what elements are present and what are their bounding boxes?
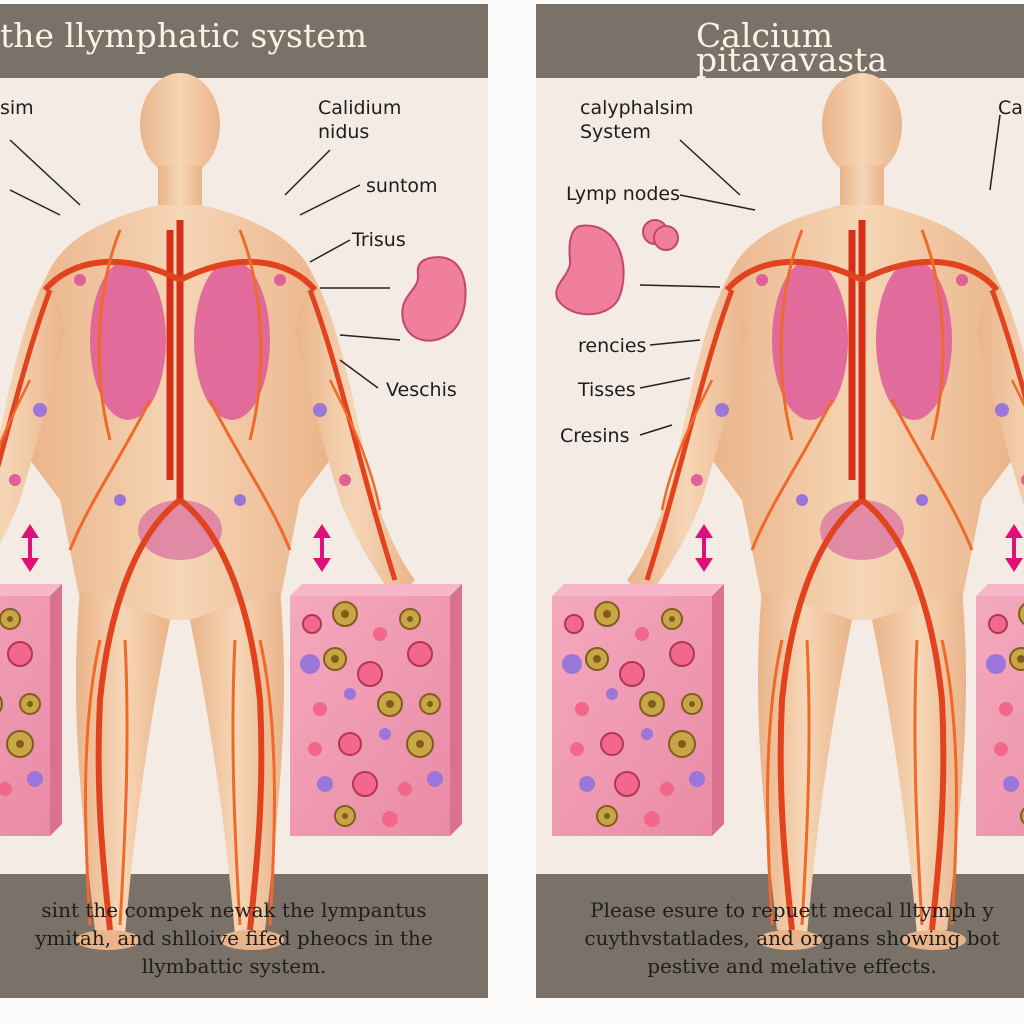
right-tissue-block-right [975,583,1024,837]
left-title-bar [0,4,488,78]
left-tissue-block-left [0,583,63,837]
left-label-edge: sim [0,97,34,119]
right-kidney-icon [555,224,625,316]
left-label-calcidium: Calidium nidus [318,97,402,143]
right-tissue-block-left [551,583,725,837]
left-label-veschis: Veschis [386,379,457,401]
left-pointer-lines [9,139,401,389]
left-kidney-icon [401,256,467,342]
left-title: the llymphatic system [0,16,368,55]
right-title-bar [536,4,1024,78]
right-cell-cluster [642,219,679,251]
right-title: Calcium pitavavasta [696,16,888,79]
left-tissue-block-right [289,583,463,837]
right-label-cresins: Cresins [560,425,630,447]
left-label-suntom: suntom [366,175,438,197]
right-caption: Please esure to repuett mecal lltymph y … [584,898,1000,978]
right-pointer-lines [639,114,1001,436]
right-label-edge: Ca [998,97,1023,119]
right-label-tisses: Tisses [578,379,636,401]
right-label-lymp-nodes: Lymp nodes [566,183,681,205]
right-label-system: calyphalsim System [580,97,694,143]
left-caption: sint the compek newak the lympantus ymit… [35,898,433,978]
right-label-rencies: rencies [578,335,647,357]
left-label-trisus: Trisus [352,229,406,251]
